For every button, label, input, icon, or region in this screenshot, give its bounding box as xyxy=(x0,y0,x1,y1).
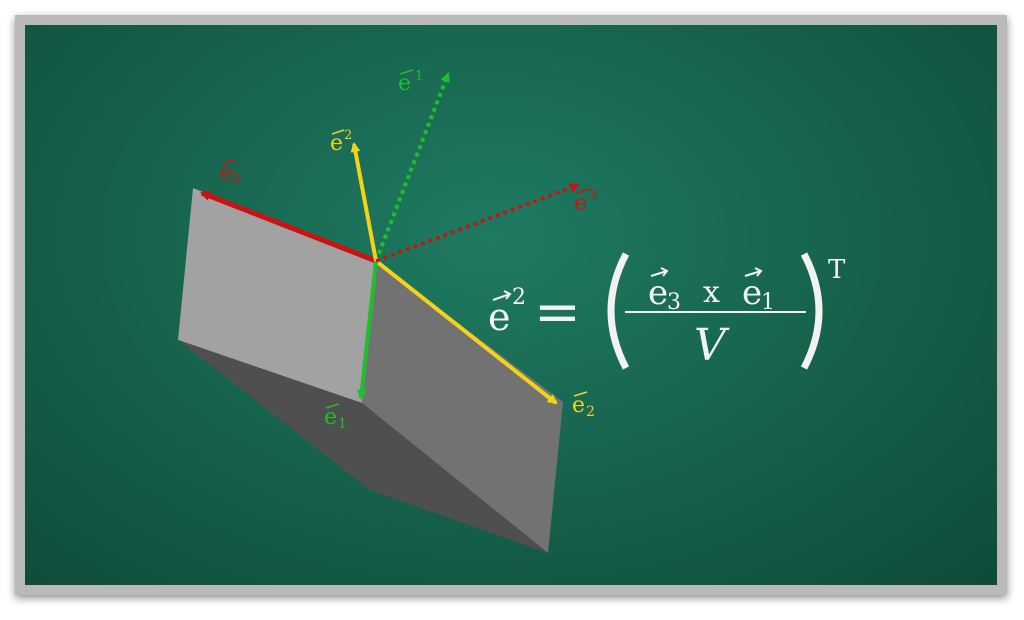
svg-text:1: 1 xyxy=(338,416,347,432)
svg-text:e: e xyxy=(572,393,585,418)
svg-text:1: 1 xyxy=(415,69,423,84)
left-paren xyxy=(607,252,630,370)
label-e3: e 3 xyxy=(220,159,241,188)
svg-text:2: 2 xyxy=(586,404,595,420)
chalkboard-frame xyxy=(15,15,1007,595)
svg-text:3: 3 xyxy=(232,172,241,188)
label-e1: e 1 xyxy=(324,403,347,432)
vector-arrow-icon xyxy=(221,159,237,165)
formula-num-a-sub: 3 xyxy=(667,290,681,315)
formula-num-a-base: e xyxy=(648,273,668,313)
vector-e2-arrow xyxy=(374,259,558,405)
vector-labels: e 3 e 2 e 1 e 3 xyxy=(220,69,597,432)
svg-text:e: e xyxy=(324,405,337,430)
vector-arrow-icon xyxy=(575,188,590,194)
dual-e2-arrow xyxy=(350,142,378,262)
vector-arrow-icon xyxy=(744,267,763,277)
formula-transpose: T xyxy=(828,255,846,285)
vector-arrow-icon xyxy=(399,69,414,75)
formula-num-b-sub: 1 xyxy=(761,290,775,315)
formula-num-b-base: e xyxy=(742,273,762,313)
formula-lhs-sup: 2 xyxy=(512,285,526,310)
vector-arrow-icon xyxy=(492,290,512,301)
vector-arrow-icon xyxy=(331,129,345,135)
formula-denominator: V xyxy=(694,320,730,371)
dual-e1-arrow xyxy=(374,72,450,262)
dual-e3-arrow xyxy=(375,183,580,263)
svg-text:e: e xyxy=(574,191,587,216)
formula-lhs-base: e xyxy=(488,295,511,339)
vector-arrow-icon xyxy=(573,391,588,397)
svg-text:e: e xyxy=(330,131,343,156)
label-e1-dual: e 1 xyxy=(398,69,423,96)
label-e2-dual: e 2 xyxy=(330,128,352,156)
parallelepiped xyxy=(178,188,563,553)
basis-vectors xyxy=(200,190,558,405)
label-e2: e 2 xyxy=(572,391,595,420)
svg-text:e: e xyxy=(398,71,411,96)
dual-vectors xyxy=(350,72,580,263)
face-bottom xyxy=(178,340,548,553)
vector-arrow-icon xyxy=(650,267,669,277)
svg-text:3: 3 xyxy=(589,187,597,202)
svg-text:e: e xyxy=(220,161,233,186)
formula: e 2 = e 3 x e 1 V T xyxy=(488,252,846,371)
formula-equals: = xyxy=(534,280,581,345)
face-right xyxy=(362,261,563,553)
label-e3-dual: e 3 xyxy=(574,187,597,216)
formula-operator: x xyxy=(703,275,720,310)
right-paren xyxy=(800,252,823,370)
vector-e1-arrow xyxy=(356,260,378,400)
vector-arrow-icon xyxy=(325,403,340,409)
svg-text:2: 2 xyxy=(344,128,352,143)
vector-e3-arrow xyxy=(200,190,377,264)
